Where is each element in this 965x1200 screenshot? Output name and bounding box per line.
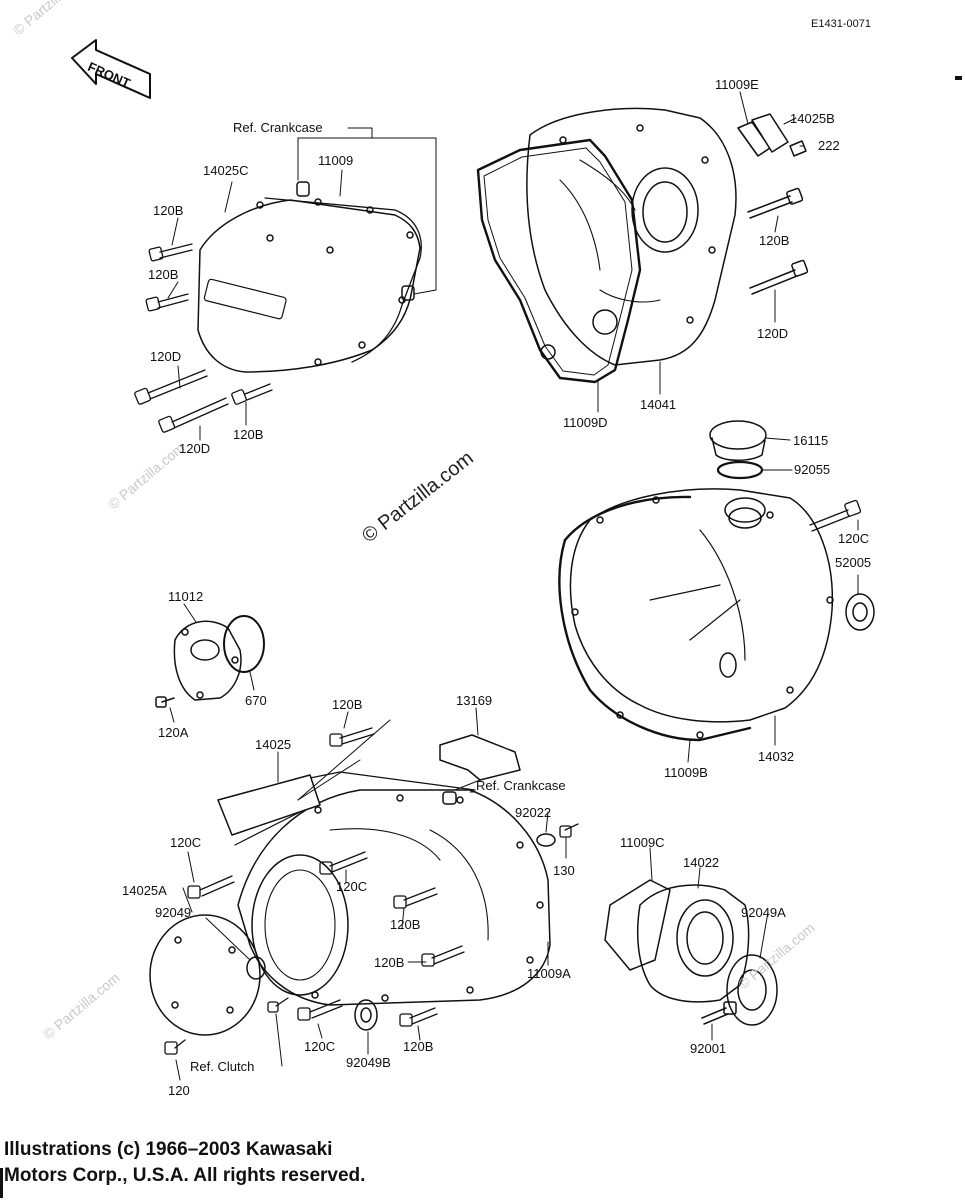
part-label-11009: 11009 xyxy=(318,153,354,168)
ref-clutch: Ref. Clutch xyxy=(190,1059,255,1074)
diagram-code: E1431-0071 xyxy=(811,18,871,30)
part-label-120b: 120B xyxy=(148,267,179,282)
part-label-120d: 120D xyxy=(757,326,789,341)
part-label-14025: 14025 xyxy=(255,737,292,752)
side-cover-14025a xyxy=(149,719,551,1036)
part-label-11009c: 11009C xyxy=(620,835,665,850)
front-arrow-icon xyxy=(71,39,151,99)
part-label-120c: 120C xyxy=(336,879,368,894)
ref-crankcase-bottom: Ref. Crankcase xyxy=(476,778,566,793)
washer-92022 xyxy=(536,833,556,847)
part-label-120b: 120B xyxy=(332,697,363,712)
part-label-11009d: 11009D xyxy=(563,415,608,430)
part-label-120b: 120B xyxy=(374,955,405,970)
seal-52005 xyxy=(845,593,875,631)
oil-cap-16115 xyxy=(709,420,767,480)
part-label-120: 120 xyxy=(168,1083,190,1098)
part-label-222: 222 xyxy=(818,138,840,153)
ref-crankcase-top: Ref. Crankcase xyxy=(233,120,323,135)
part-label-92055: 92055 xyxy=(794,462,831,477)
small-cover-14025b xyxy=(737,113,809,295)
part-label-120b: 120B xyxy=(233,427,264,442)
bolt-120c-right xyxy=(809,499,862,532)
part-label-16115: 16115 xyxy=(793,433,829,448)
part-label-14032: 14032 xyxy=(758,749,795,764)
part-label-120c: 120C xyxy=(838,531,870,546)
part-label-14025c: 14025C xyxy=(203,163,249,178)
copyright-line-2: Motors Corp., U.S.A. All rights reserved… xyxy=(4,1165,366,1186)
part-label-120a: 120A xyxy=(158,725,189,740)
part-label-14041: 14041 xyxy=(640,397,677,412)
part-label-120b: 120B xyxy=(403,1039,434,1054)
part-label-92049a: 92049A xyxy=(741,905,786,920)
copyright-line-1: Illustrations (c) 1966–2003 Kawasaki xyxy=(4,1139,333,1160)
margin-mark xyxy=(955,76,962,80)
part-label-120b: 120B xyxy=(390,917,421,932)
cover-14025c xyxy=(197,181,422,373)
part-label-92022: 92022 xyxy=(515,805,552,820)
part-label-120b: 120B xyxy=(153,203,184,218)
seal-92049b xyxy=(354,999,378,1031)
bolts-left-top xyxy=(134,243,273,433)
part-label-11009e: 11009E xyxy=(715,77,759,92)
cover-14041 xyxy=(526,107,737,366)
part-label-52005: 52005 xyxy=(835,555,872,570)
part-label-14025a: 14025A xyxy=(122,883,167,898)
gasket-11009d xyxy=(476,138,642,384)
bolts-bottom xyxy=(164,727,579,1055)
part-label-14022: 14022 xyxy=(683,855,720,870)
part-label-92049: 92049 xyxy=(155,905,192,920)
part-label-120b: 120B xyxy=(759,233,790,248)
part-label-120d: 120D xyxy=(150,349,182,364)
part-label-14025b: 14025B xyxy=(790,111,835,126)
leader-lines xyxy=(167,91,859,1081)
part-label-13169: 13169 xyxy=(456,693,493,708)
part-label-120d: 120D xyxy=(179,441,211,456)
part-label-130: 130 xyxy=(553,863,575,878)
cap-11012 xyxy=(155,615,265,708)
part-label-92001: 92001 xyxy=(690,1041,727,1056)
part-label-11009a: 11009A xyxy=(527,966,571,981)
part-label-92049b: 92049B xyxy=(346,1055,391,1070)
part-label-670: 670 xyxy=(245,693,267,708)
clutch-cover-14032 xyxy=(558,488,834,742)
margin-mark xyxy=(0,1168,3,1198)
part-label-11009b: 11009B xyxy=(664,765,708,780)
housing-14022 xyxy=(604,879,778,1026)
part-label-120c: 120C xyxy=(170,835,202,850)
part-label-11012: 11012 xyxy=(168,589,204,604)
part-label-120c: 120C xyxy=(304,1039,336,1054)
